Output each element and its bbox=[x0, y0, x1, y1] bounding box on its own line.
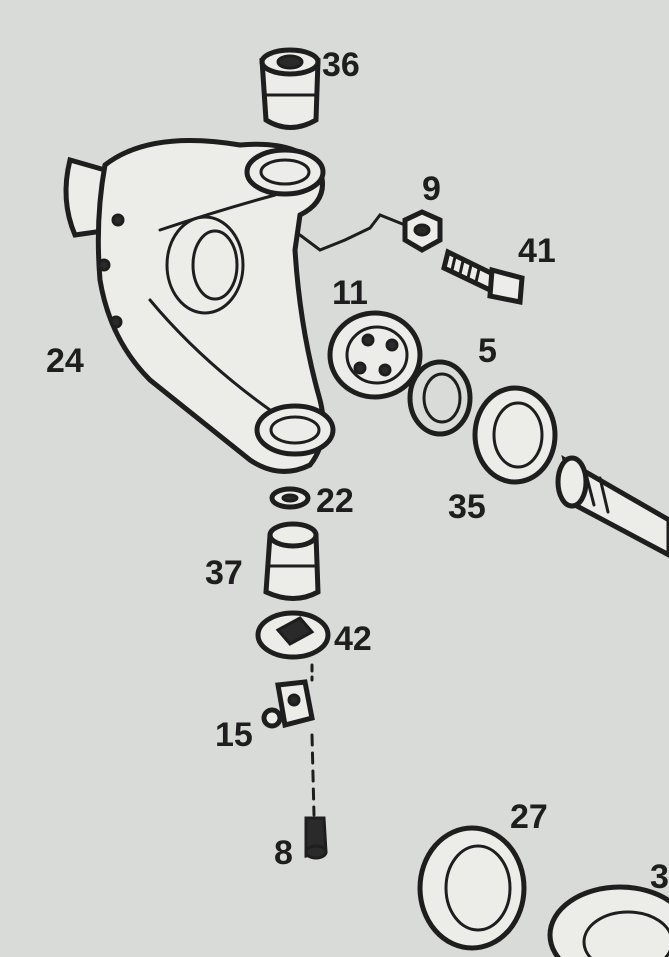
part-15-fitting bbox=[261, 679, 315, 729]
callout-27: 27 bbox=[510, 798, 548, 836]
part-35-seal bbox=[472, 385, 558, 485]
callout-9: 9 bbox=[422, 170, 441, 208]
callout-35: 35 bbox=[448, 488, 486, 526]
axle-shaft bbox=[555, 454, 669, 558]
part-11-bearing bbox=[327, 310, 423, 400]
part-36-upper-bushing bbox=[259, 47, 321, 130]
part-42-shim bbox=[255, 610, 331, 660]
callout-11: 11 bbox=[332, 274, 368, 312]
part-37-lower-bushing bbox=[263, 521, 321, 601]
part-24-knuckle-housing bbox=[63, 138, 336, 474]
part-41-bolt bbox=[441, 248, 525, 306]
callout-8: 8 bbox=[274, 834, 293, 872]
callout-37: 37 bbox=[205, 554, 243, 592]
part-9-nut bbox=[298, 209, 443, 253]
part-3-ring-partial bbox=[547, 884, 669, 957]
part-27-large-seal bbox=[417, 825, 527, 951]
callout-labels: 36 9 41 11 24 5 22 35 37 42 15 27 8 3 bbox=[46, 46, 669, 896]
callout-41: 41 bbox=[518, 232, 556, 270]
part-5-snap-ring bbox=[407, 359, 473, 437]
callout-5: 5 bbox=[478, 332, 497, 370]
callout-36: 36 bbox=[322, 46, 360, 84]
callout-24: 24 bbox=[46, 342, 84, 380]
part-8-screw bbox=[304, 663, 328, 860]
callout-15: 15 bbox=[215, 716, 253, 754]
callout-3: 3 bbox=[650, 858, 669, 896]
callout-42: 42 bbox=[334, 620, 372, 658]
callout-22: 22 bbox=[316, 482, 354, 520]
part-22-washer bbox=[269, 486, 311, 510]
